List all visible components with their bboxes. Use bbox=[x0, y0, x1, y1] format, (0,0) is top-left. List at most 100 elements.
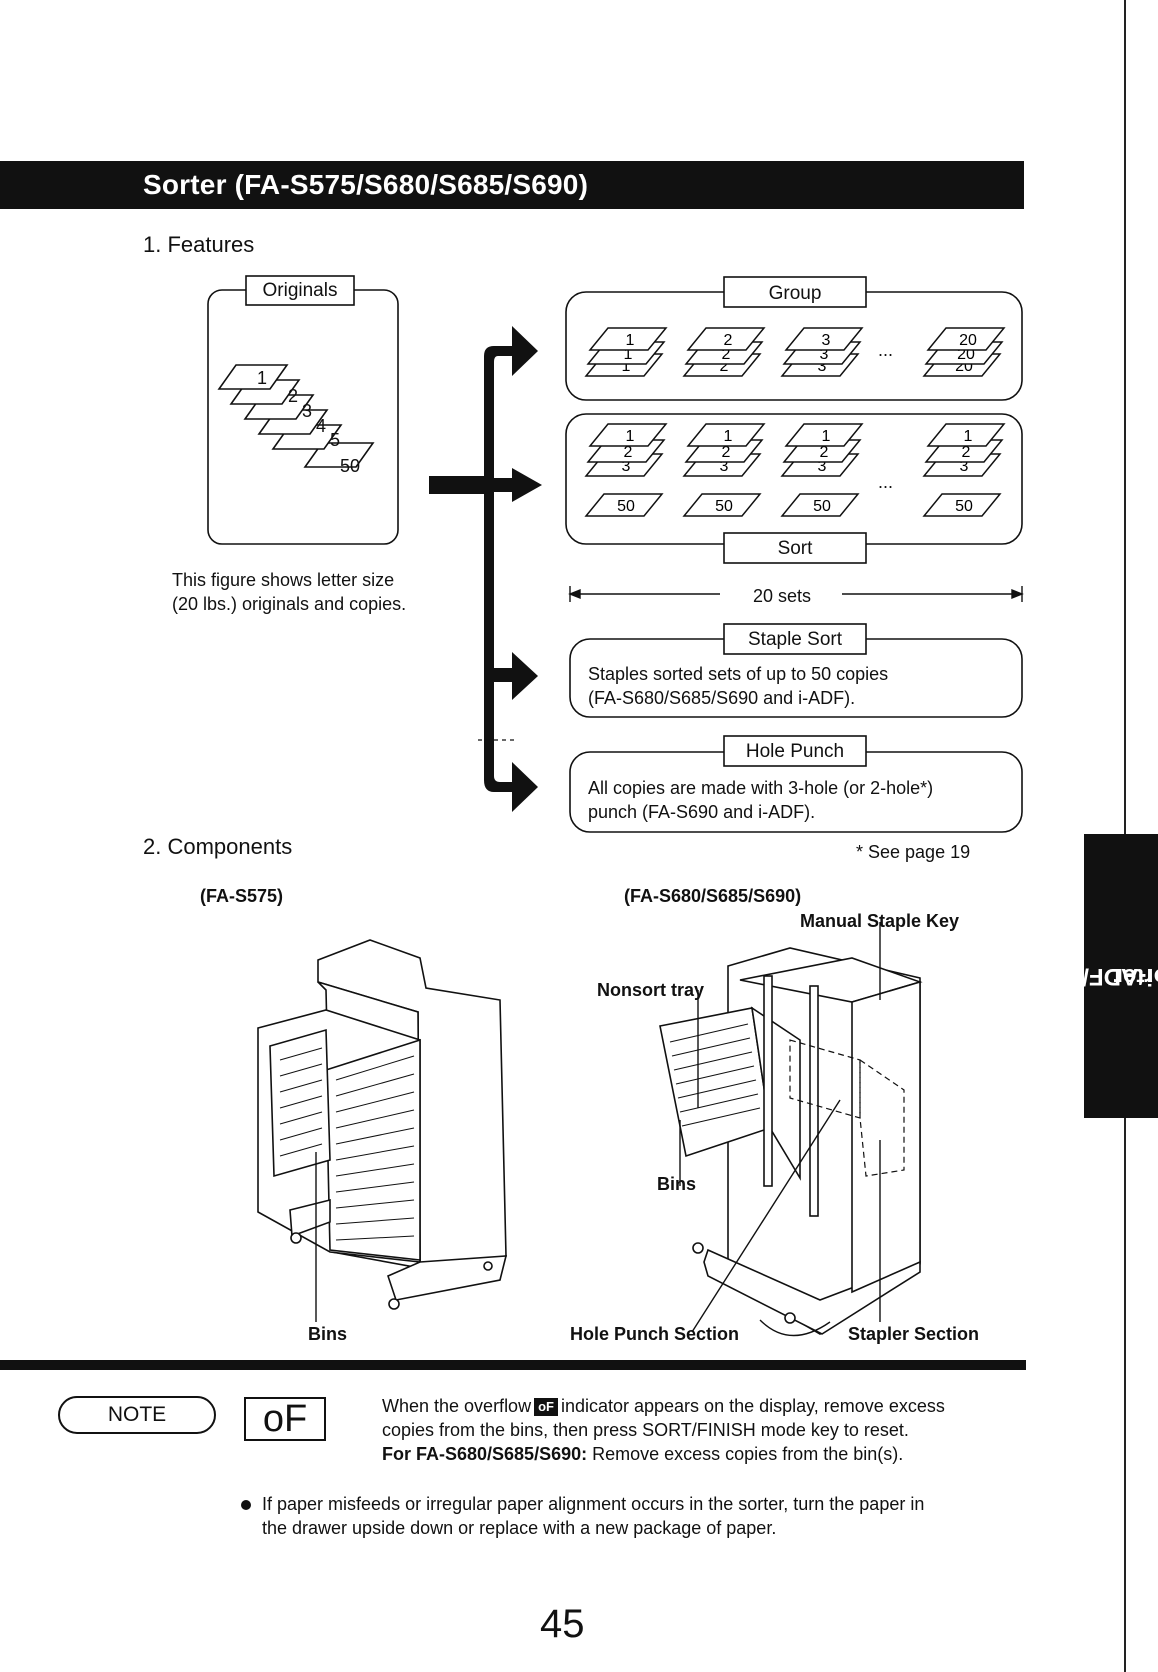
caption-line-2: (20 lbs.) originals and copies. bbox=[172, 594, 407, 614]
fa-s575-illustration bbox=[257, 939, 508, 1310]
sort-sheet: 1 bbox=[926, 423, 1006, 447]
originals-label: Originals bbox=[262, 280, 338, 301]
footnote: * See page 19 bbox=[856, 842, 971, 862]
group-sheet: 3 bbox=[784, 327, 864, 351]
group-sheet-number: 3 bbox=[820, 346, 829, 363]
group-label-box bbox=[723, 276, 867, 308]
sort-sheet-number: 3 bbox=[818, 458, 827, 475]
model-fa-s575: (FA-S575) bbox=[200, 886, 284, 906]
group-sheet-number: 2 bbox=[722, 346, 731, 363]
sort-sheet: 50 bbox=[780, 493, 860, 517]
sort-sheet-number: 50 bbox=[715, 498, 733, 515]
staple-sort-label: Staple Sort bbox=[748, 629, 842, 650]
group-sheet: 2 bbox=[686, 327, 766, 351]
sort-sheet-number: 50 bbox=[813, 498, 831, 515]
sort-sheet-number: 2 bbox=[820, 444, 829, 461]
original-number: 4 bbox=[316, 416, 327, 436]
sort-sheet: 1 bbox=[784, 423, 864, 447]
group-ellipsis: ... bbox=[878, 340, 894, 360]
features-heading: 1. Features bbox=[143, 232, 255, 257]
sets-dimension-line bbox=[568, 586, 1024, 602]
group-sheet-number: 3 bbox=[822, 332, 831, 349]
sort-sheet-number: 50 bbox=[955, 498, 973, 515]
tip-line-1: If paper misfeeds or irregular paper ali… bbox=[262, 1494, 925, 1514]
original-number: 50 bbox=[340, 456, 361, 476]
bins-right-label: Bins bbox=[657, 1174, 697, 1194]
overflow-indicator-icon: oF bbox=[534, 1398, 558, 1416]
staple-sort-desc-2: (FA-S680/S685/S690 and i-ADF). bbox=[588, 688, 856, 708]
staple-sort-label-box bbox=[723, 623, 867, 655]
note-line-1-b: indicator appears on the display, remove… bbox=[560, 1396, 945, 1416]
group-sheet-number: 1 bbox=[626, 332, 635, 349]
sort-sheet-number: 2 bbox=[722, 444, 731, 461]
originals-label-box bbox=[245, 275, 355, 306]
note-line-1-a: When the overflow bbox=[382, 1396, 532, 1416]
group-sheet-number: 2 bbox=[720, 358, 729, 375]
originals-stack bbox=[217, 364, 375, 468]
sort-sheet-number: 50 bbox=[617, 498, 635, 515]
hole-punch-label-box bbox=[723, 735, 867, 767]
original-number: 5 bbox=[330, 430, 341, 450]
sort-sheet: 50 bbox=[682, 493, 762, 517]
group-sheet-number: 20 bbox=[959, 332, 977, 349]
sort-sheet: 50 bbox=[922, 493, 1002, 517]
title-bar bbox=[0, 161, 1024, 209]
caption-line-1: This figure shows letter size bbox=[172, 570, 395, 590]
section-tab[interactable] bbox=[1084, 834, 1158, 1118]
overflow-display: oF bbox=[244, 1397, 326, 1441]
group-label: Group bbox=[768, 283, 822, 304]
staple-sort-desc-1: Staples sorted sets of up to 50 copies bbox=[588, 664, 889, 684]
hole-punch-desc-1: All copies are made with 3-hole (or 2-ho… bbox=[588, 778, 934, 798]
note-line-3: For FA-S680/S685/S690: Remove excess cop… bbox=[382, 1442, 903, 1466]
original-number: 3 bbox=[302, 401, 313, 421]
group-sheet: 20 bbox=[926, 327, 1006, 351]
hole-punch-desc-2: punch (FA-S690 and i-ADF). bbox=[588, 802, 816, 822]
sort-sheet-number: 3 bbox=[960, 458, 969, 475]
section-divider bbox=[0, 1360, 1026, 1370]
group-sheet-number: 2 bbox=[724, 332, 733, 349]
branch-arrow bbox=[429, 326, 542, 812]
components-heading: 2. Components bbox=[143, 834, 293, 859]
sort-sheet-number: 1 bbox=[626, 428, 635, 445]
sort-ellipsis: ... bbox=[878, 472, 894, 492]
sets-label: 20 sets bbox=[752, 586, 812, 606]
manual-staple-key-label: Manual Staple Key bbox=[800, 911, 960, 931]
page-number: 45 bbox=[540, 1602, 585, 1646]
note-badge: NOTE bbox=[58, 1396, 216, 1434]
original-number: 2 bbox=[288, 386, 299, 406]
model-fa-s680: (FA-S680/S685/S690) bbox=[624, 886, 802, 906]
sort-label-box bbox=[723, 532, 867, 564]
nonsort-tray-label: Nonsort tray bbox=[597, 980, 705, 1000]
stapler-section-dashed bbox=[789, 1039, 905, 1177]
hole-punch-label: Hole Punch bbox=[745, 741, 845, 762]
group-sheet-number: 3 bbox=[818, 358, 827, 375]
sort-sheet-number: 1 bbox=[964, 428, 973, 445]
fa-s680-illustration bbox=[659, 947, 923, 1335]
original-number: 1 bbox=[257, 368, 268, 388]
stapler-section-label: Stapler Section bbox=[848, 1324, 980, 1344]
tip-line-2: the drawer upside down or replace with a… bbox=[262, 1518, 777, 1538]
sort-sheet-number: 3 bbox=[622, 458, 631, 475]
group-sheet-number: 1 bbox=[622, 358, 631, 375]
note-line-2: copies from the bins, then press SORT/FI… bbox=[382, 1420, 909, 1440]
hole-punch-section-label: Hole Punch Section bbox=[570, 1324, 740, 1344]
note-line-3-bold: For FA-S680/S685/S690: bbox=[382, 1444, 588, 1464]
group-sheet-number: 1 bbox=[624, 346, 633, 363]
sort-label: Sort bbox=[777, 538, 813, 559]
sort-sheet-number: 2 bbox=[624, 444, 633, 461]
group-sheet: 1 bbox=[588, 327, 668, 351]
sort-sheet-number: 2 bbox=[962, 444, 971, 461]
bins-left-label: Bins bbox=[308, 1324, 348, 1344]
sort-sheet: 1 bbox=[686, 423, 766, 447]
page-title: Sorter (FA-S575/S680/S685/S690) bbox=[143, 169, 589, 200]
fa-s680-pointers bbox=[679, 922, 881, 1337]
sort-sheet: 50 bbox=[584, 493, 664, 517]
sort-sheet-number: 1 bbox=[724, 428, 733, 445]
bullet-icon bbox=[241, 1500, 251, 1510]
note-line-3-rest: Remove excess copies from the bin(s). bbox=[587, 1444, 904, 1464]
sort-sheet-number: 1 bbox=[822, 428, 831, 445]
sort-sheet: 1 bbox=[588, 423, 668, 447]
sort-sheet-number: 3 bbox=[720, 458, 729, 475]
